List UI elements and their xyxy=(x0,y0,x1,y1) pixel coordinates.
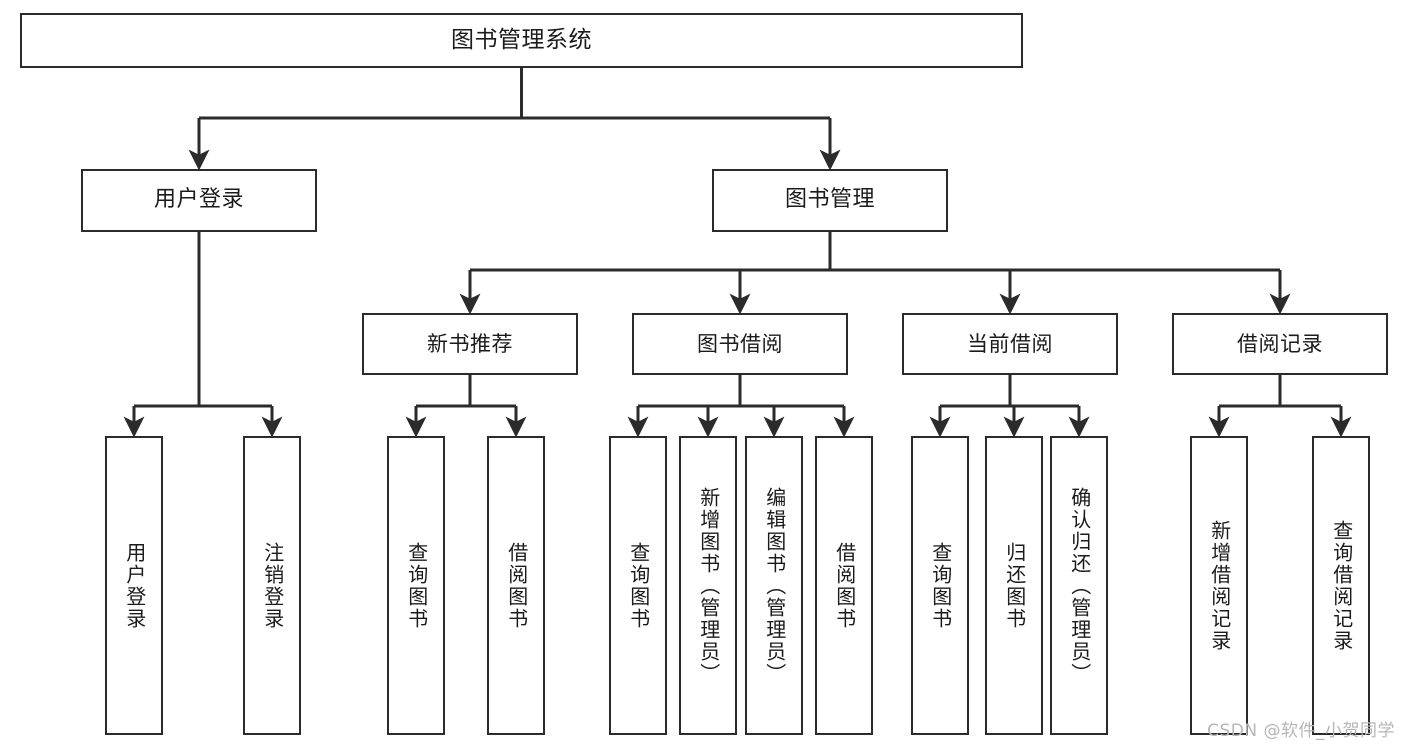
node-label: 编辑图书（管理员） xyxy=(762,486,787,685)
node-label: 归还图书 xyxy=(1002,541,1027,630)
node-label: 当前借阅 xyxy=(967,331,1053,356)
level2-node-0[interactable]: 用户登录 xyxy=(81,169,317,232)
level3-node-1[interactable]: 图书借阅 xyxy=(632,313,848,375)
node-label: 确认归还（管理员） xyxy=(1067,486,1092,685)
node-label: 新增图书（管理员） xyxy=(696,486,721,685)
leaf-node-0[interactable]: 用户登录 xyxy=(105,436,163,735)
node-label: 用户登录 xyxy=(122,541,147,630)
leaf-node-3[interactable]: 借阅图书 xyxy=(487,436,545,735)
node-label: 查询图书 xyxy=(626,541,651,630)
node-label: 注销登录 xyxy=(260,541,285,630)
node-label: 查询图书 xyxy=(404,541,429,630)
leaf-node-11[interactable]: 新增借阅记录 xyxy=(1190,436,1248,735)
node-label: 图书管理系统 xyxy=(451,26,592,53)
node-label: 图书借阅 xyxy=(697,331,783,356)
leaf-node-10[interactable]: 确认归还（管理员） xyxy=(1050,436,1108,735)
node-label: 新增借阅记录 xyxy=(1207,519,1232,652)
leaf-node-12[interactable]: 查询借阅记录 xyxy=(1312,436,1370,735)
node-label: 图书管理 xyxy=(784,187,875,213)
leaf-node-9[interactable]: 归还图书 xyxy=(985,436,1043,735)
node-label: 新书推荐 xyxy=(427,331,513,356)
level2-node-1[interactable]: 图书管理 xyxy=(712,169,948,232)
level3-node-3[interactable]: 借阅记录 xyxy=(1172,313,1388,375)
node-label: 借阅图书 xyxy=(504,541,529,630)
leaf-node-5[interactable]: 新增图书（管理员） xyxy=(679,436,737,735)
leaf-node-8[interactable]: 查询图书 xyxy=(911,436,969,735)
leaf-node-1[interactable]: 注销登录 xyxy=(243,436,301,735)
node-label: 借阅记录 xyxy=(1237,331,1323,356)
level3-node-2[interactable]: 当前借阅 xyxy=(902,313,1118,375)
root-node-0[interactable]: 图书管理系统 xyxy=(20,13,1023,68)
csdn-watermark: CSDN @软件_小贺同学 xyxy=(1207,721,1395,741)
node-label: 查询图书 xyxy=(928,541,953,630)
node-label: 用户登录 xyxy=(153,187,244,213)
node-label: 查询借阅记录 xyxy=(1329,519,1354,652)
level3-node-0[interactable]: 新书推荐 xyxy=(362,313,578,375)
leaf-node-6[interactable]: 编辑图书（管理员） xyxy=(745,436,803,735)
leaf-node-7[interactable]: 借阅图书 xyxy=(815,436,873,735)
leaf-node-4[interactable]: 查询图书 xyxy=(609,436,667,735)
node-label: 借阅图书 xyxy=(832,541,857,630)
leaf-node-2[interactable]: 查询图书 xyxy=(387,436,445,735)
